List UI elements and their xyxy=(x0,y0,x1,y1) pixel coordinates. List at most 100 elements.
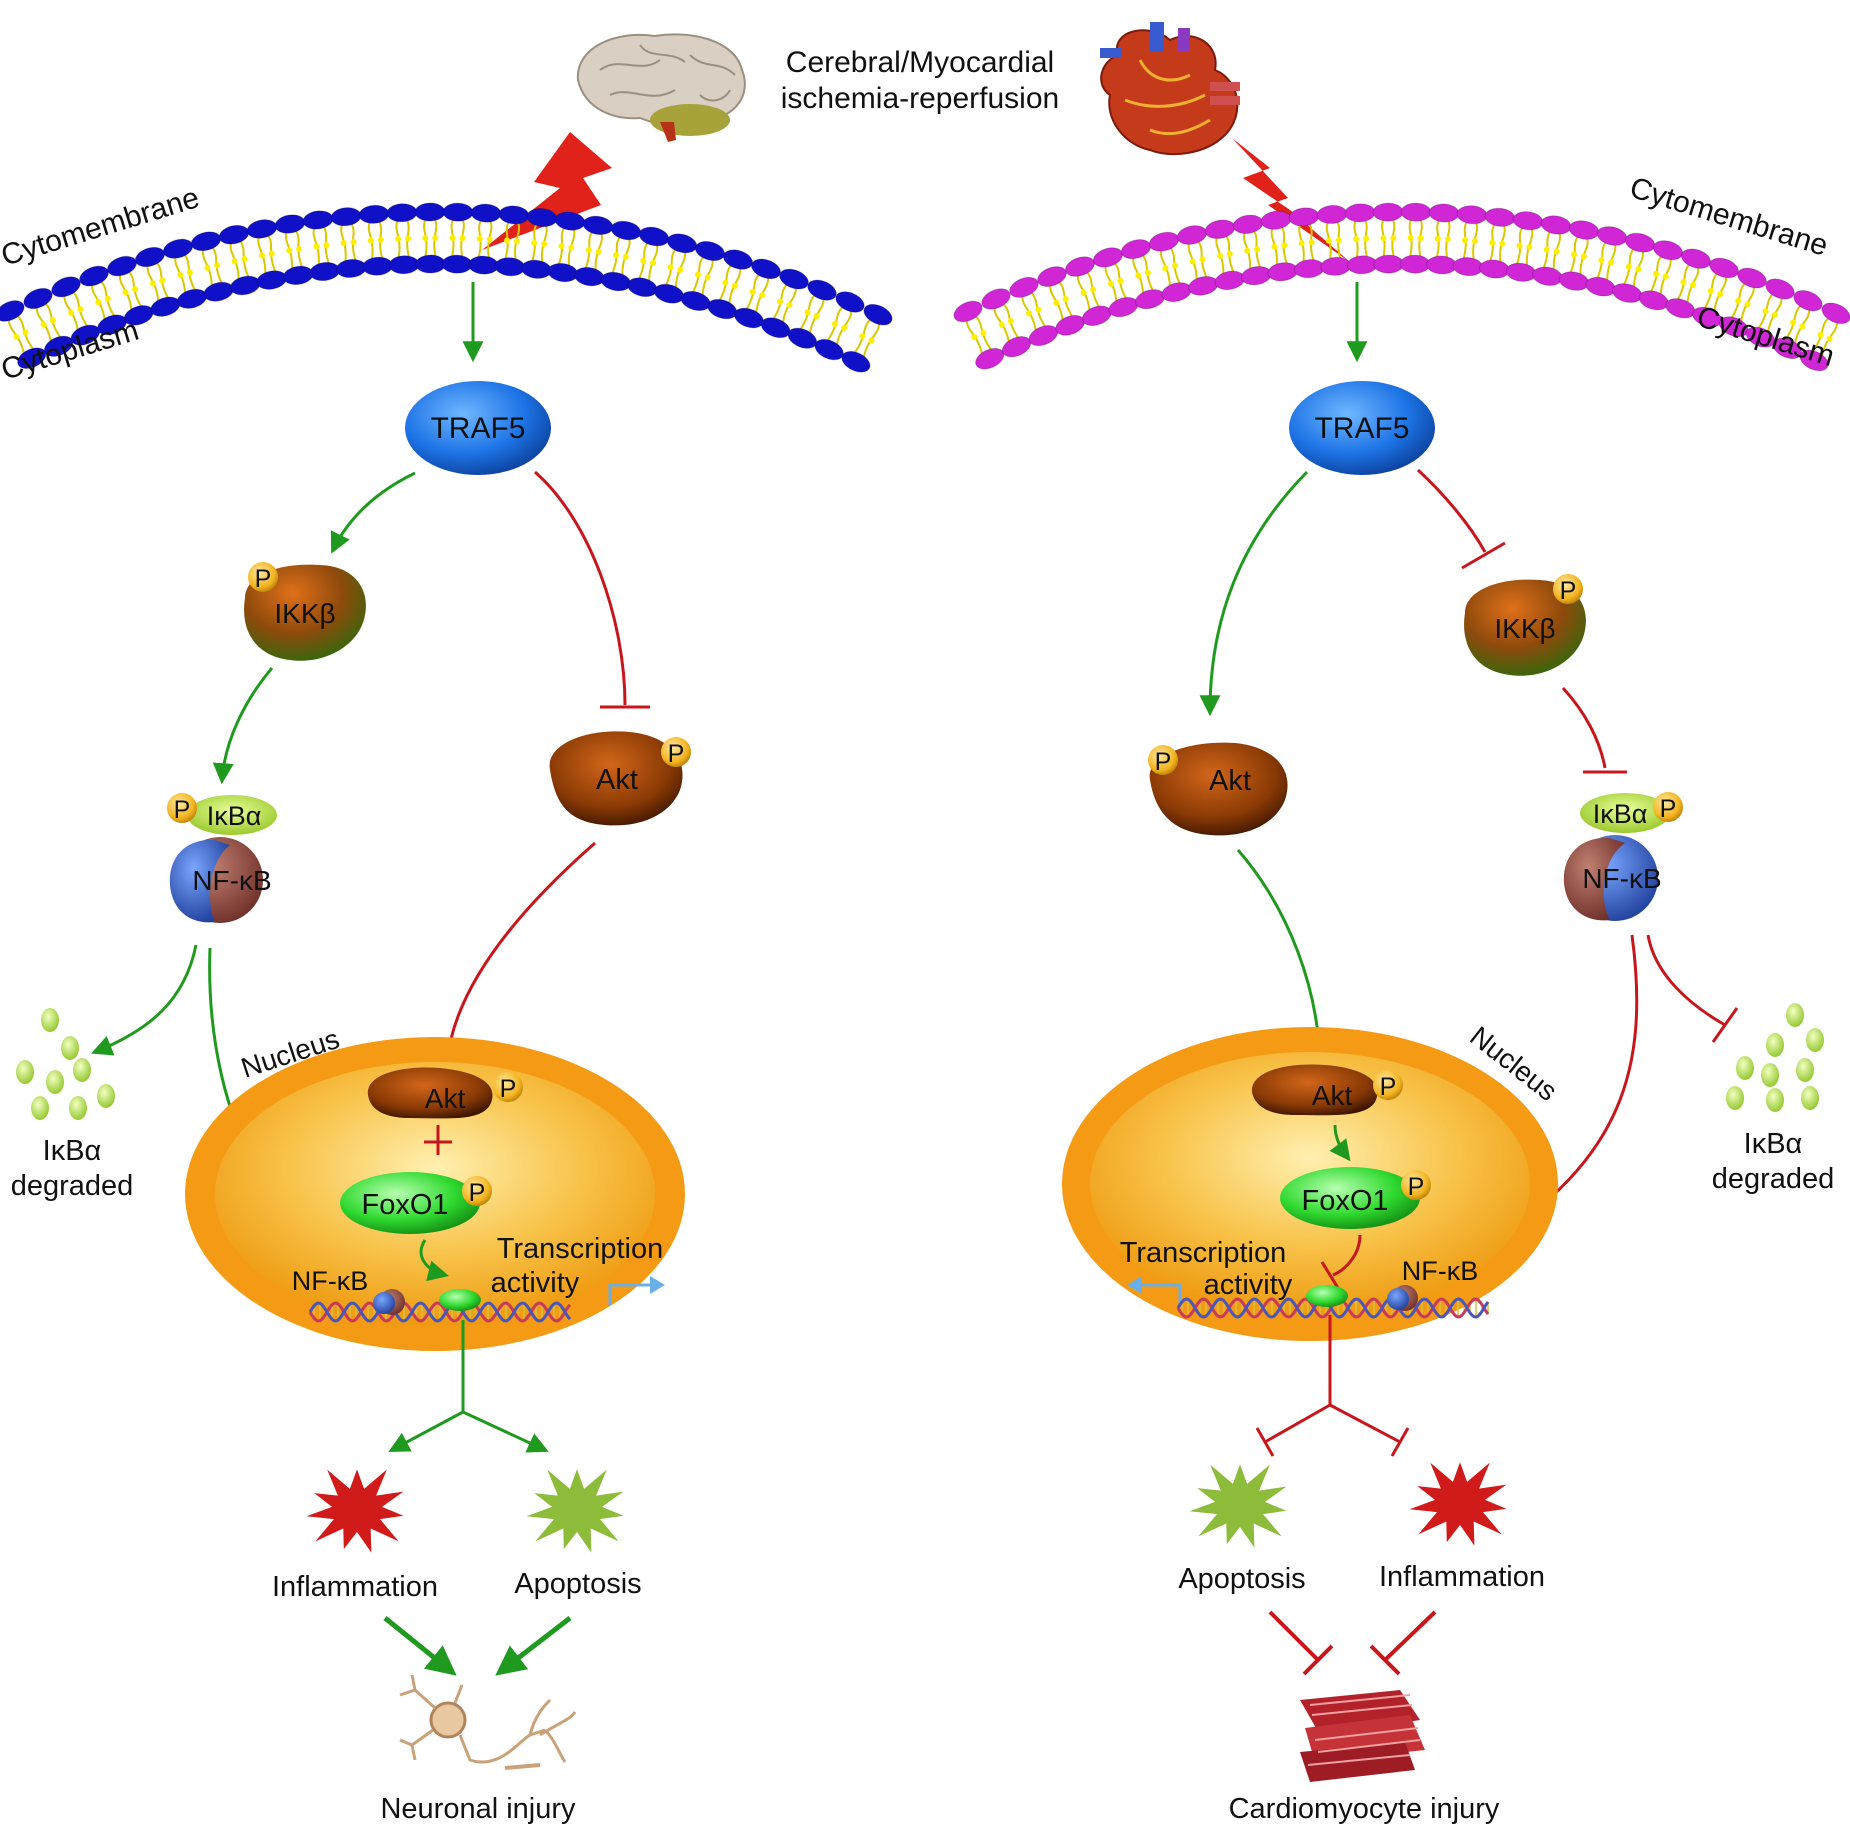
brain-image xyxy=(576,33,746,142)
ikba-node-left xyxy=(187,795,277,835)
inhibit-apoptosis-injury-right xyxy=(1268,1610,1320,1662)
phospho-label-akt-right: P xyxy=(1155,748,1172,776)
dna-bound-foxo1-left xyxy=(439,1289,481,1311)
inhibit-to-apoptosis-right xyxy=(1264,1403,1331,1444)
cytomembrane-left xyxy=(0,202,893,373)
nuclear-akt-label-left: Akt xyxy=(425,1083,466,1114)
phospho-ikba-left xyxy=(167,793,197,823)
title-line-1: Cerebral/Myocardial xyxy=(786,46,1054,79)
transcription-arrow-left-icon xyxy=(608,1283,652,1305)
dna-helix-left xyxy=(308,1301,572,1323)
arrow-inflammation-injury-left xyxy=(383,1616,457,1676)
ikba-label-right: IκBα xyxy=(1593,799,1648,829)
heart-image xyxy=(1100,22,1240,156)
neuronal-pathway: TRAF5 IKKβ P Akt P NF-κB IκBα P xyxy=(11,282,691,1825)
ikkb-label-right: IKKβ xyxy=(1494,613,1555,644)
phospho-akt-left xyxy=(661,737,691,767)
cardiomyocyte-pathway: TRAF5 IKKβ P Akt P NF-κB IκBα P xyxy=(1062,282,1834,1825)
inflammation-burst-right-icon xyxy=(1409,1462,1507,1546)
nfkb-label-left: NF-κB xyxy=(192,865,271,896)
inflammation-label-right: Inflammation xyxy=(1379,1561,1545,1593)
cytomembrane-right xyxy=(953,202,1850,372)
cardiomyocyte-injury-label: Cardiomyocyte injury xyxy=(1229,1793,1500,1825)
phospho-nuclear-akt-right xyxy=(1373,1070,1403,1100)
phospho-label-akt-left: P xyxy=(668,740,685,768)
ikba-degraded-line1-right: IκBα xyxy=(1744,1128,1803,1160)
arrow-to-apoptosis-left xyxy=(462,1410,549,1453)
traf5-node-left xyxy=(405,381,551,475)
apoptosis-burst-right-icon xyxy=(1189,1464,1287,1548)
phospho-foxo1-right xyxy=(1401,1170,1431,1200)
tbar-inflammation-injury-right xyxy=(1369,1644,1401,1676)
phospho-label-ikkb-left: P xyxy=(255,565,272,593)
phospho-nuclear-akt-left xyxy=(493,1072,523,1102)
inhibit-akt-nuclear-akt-left xyxy=(445,841,596,1063)
ikba-node-right xyxy=(1580,793,1670,833)
apoptosis-label-right: Apoptosis xyxy=(1178,1563,1305,1595)
tbar-traf5-ikkb-right xyxy=(1461,541,1506,570)
nfkb-subunit-blue-left xyxy=(169,839,230,923)
traf5-label-right: TRAF5 xyxy=(1314,412,1409,445)
tbar-foxo1-dna-right xyxy=(1320,1261,1340,1289)
tbar-apoptosis-injury-right xyxy=(1302,1644,1334,1676)
arrow-traf5-akt-right xyxy=(1199,470,1309,717)
ikba-degraded-line2-left: degraded xyxy=(11,1170,134,1202)
traf5-node-right xyxy=(1289,381,1435,475)
apoptosis-label-left: Apoptosis xyxy=(514,1568,641,1600)
inhibit-ikkb-ikba-right xyxy=(1561,686,1607,769)
apoptosis-burst-left-icon xyxy=(526,1469,624,1553)
transcription-line2-right: activity xyxy=(1204,1269,1293,1301)
cytoplasm-label-left: Cytoplasm xyxy=(0,314,143,387)
foxo1-node-left xyxy=(340,1172,480,1234)
ikkb-label-left: IKKβ xyxy=(274,598,335,629)
nfkb-subunit-brown-right xyxy=(1563,837,1625,921)
transcription-arrow-right-icon xyxy=(1140,1283,1182,1304)
arrow-foxo1-dna-left xyxy=(419,1239,450,1282)
arrow-traf5-ikkb-left xyxy=(330,471,416,554)
lightning-bolt-right-icon xyxy=(1232,138,1350,262)
foxo1-label-left: FoxO1 xyxy=(361,1189,448,1221)
phospho-label-foxo1-left: P xyxy=(469,1179,486,1207)
inhibit-traf5-akt-left xyxy=(534,470,627,706)
dna-bound-nfkb-blue-right xyxy=(1387,1288,1409,1310)
akt-node-right xyxy=(1149,742,1288,836)
lightning-bolt-left-icon xyxy=(482,132,612,250)
ikkb-node-left xyxy=(244,564,366,661)
phospho-ikba-right xyxy=(1653,792,1683,822)
akt-label-left: Akt xyxy=(596,764,638,796)
arrow-akt-foxo1-right xyxy=(1329,1124,1351,1162)
neuronal-injury-label: Neuronal injury xyxy=(380,1793,576,1825)
dna-bound-foxo1-right xyxy=(1306,1285,1348,1307)
phospho-label-foxo1-right: P xyxy=(1408,1173,1425,1201)
phospho-label-nuclear-akt-left: P xyxy=(500,1075,517,1103)
ikba-label-left: IκBα xyxy=(207,801,262,831)
phospho-label-ikkb-right: P xyxy=(1560,577,1577,605)
cytomembrane-label-left: Cytomembrane xyxy=(0,181,203,273)
transcription-line1-left: Transcription xyxy=(497,1233,664,1265)
inhibit-foxo1-dna-right xyxy=(1332,1234,1362,1277)
inflammation-burst-left-icon xyxy=(306,1469,404,1553)
phospho-label-nuclear-akt-right: P xyxy=(1380,1073,1397,1101)
neuron-image xyxy=(399,1674,577,1770)
traf5-label-left: TRAF5 xyxy=(430,412,525,445)
foxo1-label-right: FoxO1 xyxy=(1301,1185,1388,1217)
phospho-ikkb-left xyxy=(248,562,278,592)
nuclear-nfkb-label-right: NF-κB xyxy=(1402,1256,1479,1286)
inflammation-label-left: Inflammation xyxy=(272,1571,438,1603)
inhibit-to-inflammation-right xyxy=(1329,1403,1401,1444)
nuclear-nfkb-label-left: NF-κB xyxy=(292,1266,369,1296)
arrow-ikba-degraded-left xyxy=(91,944,198,1056)
foxo1-node-right xyxy=(1280,1167,1420,1229)
tbar-apoptosis-right xyxy=(1255,1427,1275,1457)
tbar-inflammation-right xyxy=(1390,1427,1410,1457)
nuclear-akt-node-right xyxy=(1251,1064,1378,1116)
arrow-to-inflammation-left xyxy=(388,1410,464,1452)
transcription-line1-right: Transcription xyxy=(1120,1237,1287,1269)
dna-bound-nfkb-blue-left xyxy=(373,1292,395,1314)
phospho-label-ikba-right: P xyxy=(1660,795,1677,823)
phospho-akt-right xyxy=(1148,745,1178,775)
nuclear-akt-node-left xyxy=(367,1067,493,1119)
ikba-degraded-line2-right: degraded xyxy=(1712,1163,1835,1195)
